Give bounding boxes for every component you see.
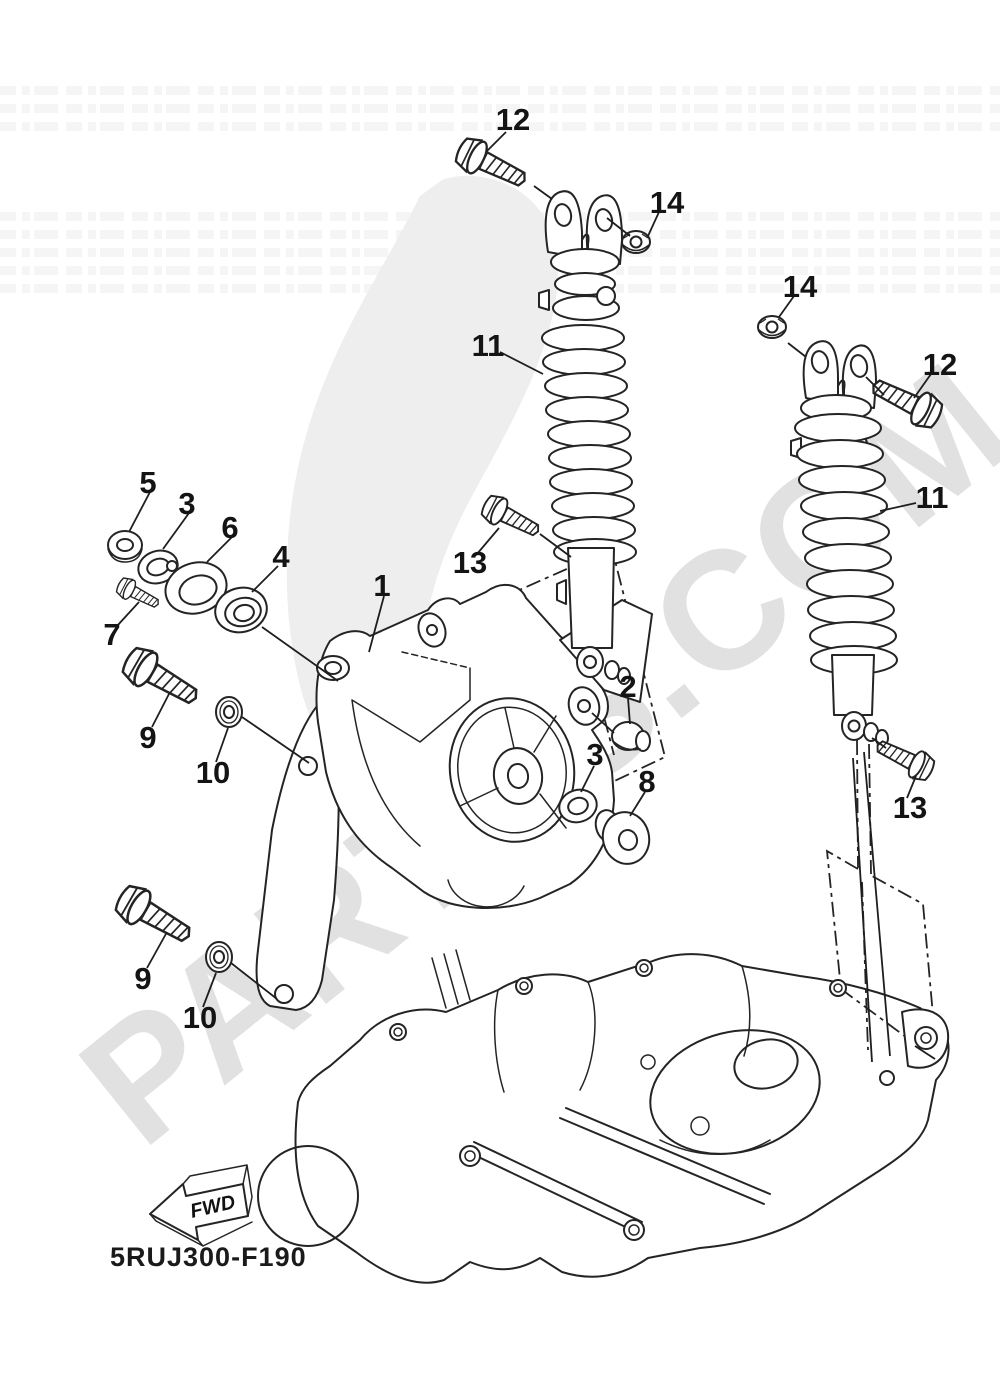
bolt-9-upper bbox=[116, 641, 207, 716]
callout-12-left: 12 bbox=[496, 102, 530, 137]
callout-labels: 12 14 11 14 12 11 5 3 6 4 7 1 13 2 3 8 9… bbox=[103, 102, 957, 1035]
nut-14-right bbox=[757, 315, 787, 339]
collar-5 bbox=[107, 530, 143, 563]
texture-band bbox=[0, 104, 1000, 113]
callout-11-left: 11 bbox=[472, 328, 505, 363]
callout-5: 5 bbox=[139, 465, 156, 500]
seal-3-left bbox=[137, 549, 179, 585]
callout-14-right: 14 bbox=[783, 269, 818, 304]
diagram-code: 5RUJ300-F190 bbox=[110, 1242, 307, 1272]
retainer-6 bbox=[164, 560, 228, 616]
nut-14-left bbox=[621, 230, 651, 254]
washer-10-lower bbox=[205, 941, 233, 973]
coil-spring-right bbox=[794, 413, 898, 675]
callout-12-right: 12 bbox=[923, 347, 957, 382]
callout-11-right: 11 bbox=[916, 480, 949, 515]
texture-band bbox=[0, 122, 1000, 131]
callout-1: 1 bbox=[373, 568, 390, 603]
callout-13-left: 13 bbox=[453, 545, 487, 580]
engine-crankcase bbox=[257, 949, 950, 1284]
callout-9-lower: 9 bbox=[134, 961, 151, 996]
callout-3-middle: 3 bbox=[586, 737, 603, 772]
bearing-4 bbox=[214, 586, 268, 634]
callout-9-upper: 9 bbox=[139, 720, 156, 755]
callout-10-lower: 10 bbox=[183, 1000, 217, 1035]
bushing-2 bbox=[611, 721, 651, 752]
texture-band bbox=[0, 86, 1000, 95]
bolt-13-left bbox=[477, 490, 546, 546]
callout-4: 4 bbox=[272, 539, 290, 574]
pulley bbox=[448, 697, 576, 843]
washer-10-upper bbox=[215, 696, 243, 728]
fwd-arrow: FWD bbox=[149, 1164, 253, 1247]
callout-8: 8 bbox=[638, 764, 655, 799]
callout-6: 6 bbox=[221, 510, 238, 545]
coil-spring-left bbox=[541, 324, 637, 566]
seal-3-middle bbox=[558, 788, 598, 824]
callout-2: 2 bbox=[619, 669, 636, 704]
fasteners-and-bearings bbox=[107, 132, 948, 973]
callout-3-left: 3 bbox=[178, 486, 195, 521]
callout-10-upper: 10 bbox=[196, 755, 230, 790]
callout-13-right: 13 bbox=[893, 790, 927, 825]
shock-absorber-left bbox=[538, 190, 637, 685]
leader-lines bbox=[116, 131, 936, 1063]
callout-14-left: 14 bbox=[650, 185, 685, 220]
damper-8 bbox=[594, 809, 651, 865]
callout-7: 7 bbox=[103, 617, 120, 652]
